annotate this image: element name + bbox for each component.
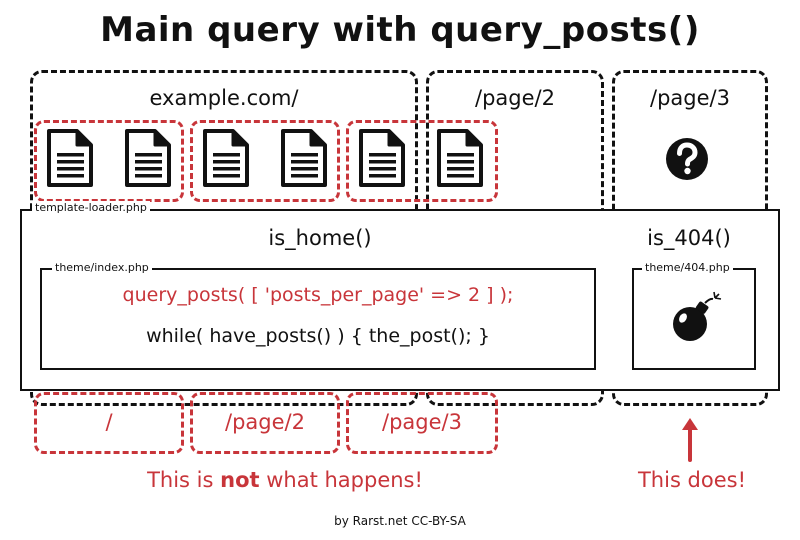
loop-line: while( have_posts() ) { the_post(); } — [146, 325, 490, 347]
template-404-label: theme/404.php — [642, 261, 733, 274]
page-3-posts-box — [346, 120, 498, 202]
wrong-page-2-label: /page/2 — [225, 410, 305, 434]
home-column-label: example.com/ — [149, 86, 299, 110]
note-suffix: what happens! — [259, 468, 423, 492]
diagram-title: Main query with query_posts() — [100, 10, 700, 50]
wrong-page-1-label: / — [105, 410, 113, 434]
is-404-label: is_404() — [647, 226, 731, 250]
wrong-page-3-label: /page/3 — [382, 410, 462, 434]
document-icon — [125, 129, 171, 187]
index-template-box — [40, 268, 596, 370]
is-home-label: is_home() — [268, 226, 372, 250]
note-emphasis: not — [220, 468, 260, 492]
page2-column-label: /page/2 — [475, 86, 555, 110]
note-prefix: This is — [147, 468, 221, 492]
wrong-page-2-box — [190, 392, 340, 454]
document-icon — [437, 129, 483, 187]
page3-column-label: /page/3 — [650, 86, 730, 110]
credit-footer: by Rarst.net CC-BY-SA — [334, 514, 466, 528]
page-2-posts-box — [190, 120, 340, 202]
this-does-note: This does! — [637, 468, 747, 492]
question-mark-icon — [666, 138, 708, 180]
query-posts-line: query_posts( [ 'posts_per_page' => 2 ] )… — [122, 284, 514, 306]
document-icon — [203, 129, 249, 187]
document-icon — [281, 129, 327, 187]
bomb-icon — [673, 291, 722, 341]
document-icon — [359, 129, 405, 187]
wrong-page-3-box — [346, 392, 498, 454]
arrow-up-icon — [682, 418, 698, 462]
wrong-page-1-box — [34, 392, 184, 454]
document-icon — [47, 129, 93, 187]
not-what-happens-note: This is not what happens! — [60, 468, 510, 492]
page-1-posts-box — [34, 120, 184, 202]
index-template-label: theme/index.php — [52, 261, 152, 274]
template-loader-label: template-loader.php — [32, 201, 150, 214]
